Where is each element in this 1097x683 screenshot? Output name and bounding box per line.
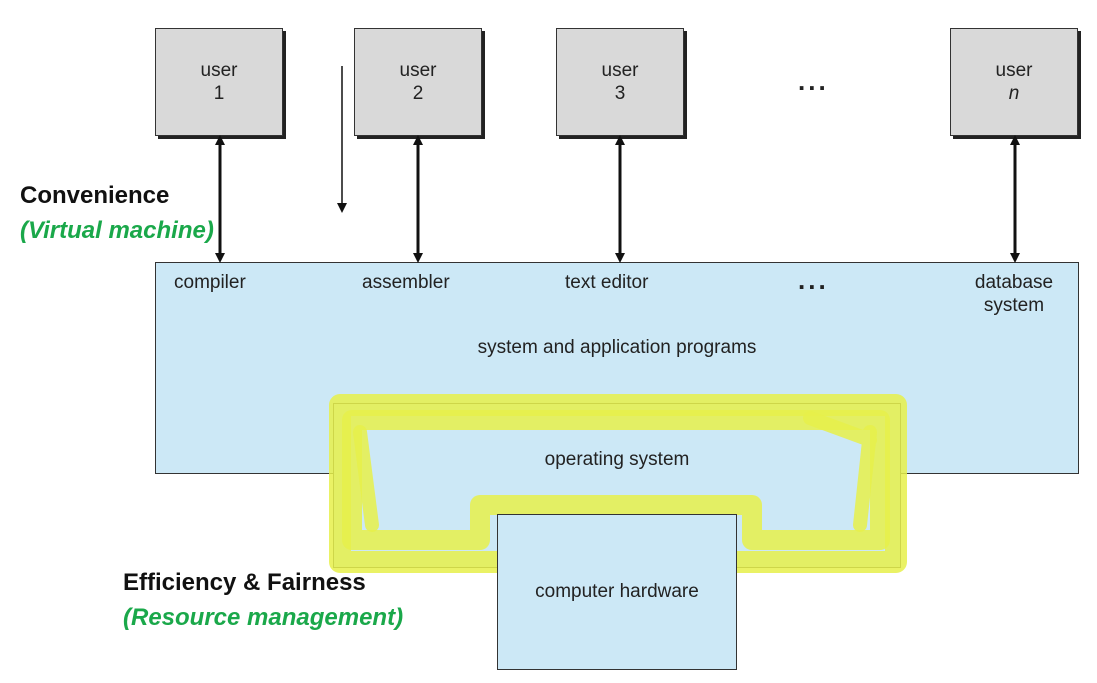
user-number: 2	[412, 83, 424, 104]
user-label: user	[399, 60, 437, 81]
users-ellipsis: ...	[798, 66, 829, 96]
convenience-title: Convenience	[20, 182, 170, 209]
efficiency-title: Efficiency & Fairness	[123, 569, 366, 596]
user-box-1: user 1	[155, 28, 283, 136]
database-line1: database	[974, 272, 1054, 293]
program-compiler: compiler	[174, 272, 246, 293]
user-number: n	[1008, 83, 1020, 104]
efficiency-subtitle: (Resource management)	[123, 604, 404, 631]
program-text-editor: text editor	[565, 272, 649, 293]
user-label: user	[200, 60, 238, 81]
system-programs-label: system and application programs	[477, 337, 757, 358]
user-label: user	[995, 60, 1033, 81]
database-line2: system	[983, 295, 1045, 316]
programs-ellipsis: ...	[798, 265, 829, 295]
user-number: 3	[614, 83, 626, 104]
user-box-3: user 3	[556, 28, 684, 136]
highlight-extra-stroke	[353, 411, 877, 532]
convenience-subtitle: (Virtual machine)	[20, 217, 214, 244]
user-label: user	[601, 60, 639, 81]
user-number: 1	[213, 83, 225, 104]
program-database-system: database system	[958, 271, 1070, 317]
user-box-2: user 2	[354, 28, 482, 136]
operating-system-label: operating system	[544, 449, 690, 470]
highlight-inner-stroke	[342, 410, 890, 550]
computer-hardware-box: computer hardware	[497, 514, 737, 670]
computer-hardware-label: computer hardware	[535, 581, 699, 602]
program-assembler: assembler	[362, 272, 450, 293]
